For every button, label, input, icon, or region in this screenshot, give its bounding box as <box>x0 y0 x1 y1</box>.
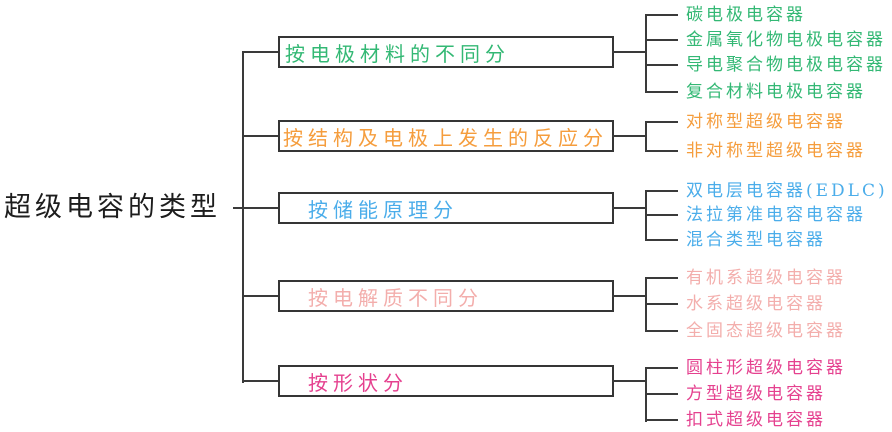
branch-4-connector <box>242 295 278 297</box>
leaf-coin-type: 扣式超级电容器 <box>686 410 826 430</box>
branch-1-junction <box>645 15 647 93</box>
leaf-all-solid-state: 全固态超级电容器 <box>686 321 846 341</box>
leaf-stub <box>645 330 678 332</box>
branch-box-electrolyte: 按电解质不同分 <box>278 280 614 312</box>
branch-1-right-stub <box>612 51 647 53</box>
branch-2-right-stub <box>612 135 647 137</box>
branch-box-structure-reaction: 按结构及电极上发生的反应分 <box>278 120 614 152</box>
branch-box-shape: 按形状分 <box>278 365 614 397</box>
leaf-aqueous-electrolyte: 水系超级电容器 <box>686 294 826 314</box>
leaf-stub <box>645 419 678 421</box>
branch-1-connector <box>242 51 278 53</box>
branch-4-junction <box>645 278 647 332</box>
leaf-carbon-electrode: 碳电极电容器 <box>686 5 806 25</box>
leaf-faradaic-pseudocapacitor: 法拉第准电容电容器 <box>686 205 866 225</box>
branch-3-junction <box>645 191 647 241</box>
root-connector-line <box>233 207 278 209</box>
branch-5-connector <box>242 380 278 382</box>
branch-3-right-stub <box>612 207 647 209</box>
leaf-symmetric: 对称型超级电容器 <box>686 112 846 132</box>
branch-5-junction <box>645 368 647 422</box>
leaf-stub <box>645 367 678 369</box>
leaf-stub <box>645 239 678 241</box>
leaf-cylindrical: 圆柱形超级电容器 <box>686 358 846 378</box>
leaf-stub <box>645 121 678 123</box>
branch-box-electrode-material: 按电极材料的不同分 <box>278 36 614 68</box>
leaf-stub <box>645 150 678 152</box>
leaf-stub <box>645 64 678 66</box>
leaf-prismatic: 方型超级电容器 <box>686 384 826 404</box>
leaf-stub <box>645 393 678 395</box>
branch-box-energy-storage-principle: 按储能原理分 <box>278 192 614 224</box>
diagram-root-label: 超级电容的类型 <box>4 192 221 223</box>
leaf-stub <box>645 14 678 16</box>
trunk-line <box>242 51 244 383</box>
leaf-stub <box>645 214 678 216</box>
leaf-stub <box>645 303 678 305</box>
leaf-conductive-polymer-electrode: 导电聚合物电极电容器 <box>686 55 886 75</box>
branch-4-right-stub <box>612 295 647 297</box>
leaf-hybrid-type: 混合类型电容器 <box>686 230 826 250</box>
leaf-stub <box>645 91 678 93</box>
leaf-asymmetric: 非对称型超级电容器 <box>686 141 866 161</box>
branch-5-right-stub <box>612 380 647 382</box>
leaf-stub <box>645 39 678 41</box>
leaf-stub <box>645 190 678 192</box>
branch-2-junction <box>645 122 647 152</box>
leaf-edlc: 双电层电容器(EDLC) <box>686 181 888 201</box>
branch-2-connector <box>242 135 278 137</box>
leaf-composite-material-electrode: 复合材料电极电容器 <box>686 82 866 102</box>
leaf-organic-electrolyte: 有机系超级电容器 <box>686 268 846 288</box>
leaf-stub <box>645 277 678 279</box>
leaf-metal-oxide-electrode: 金属氧化物电极电容器 <box>686 30 886 50</box>
